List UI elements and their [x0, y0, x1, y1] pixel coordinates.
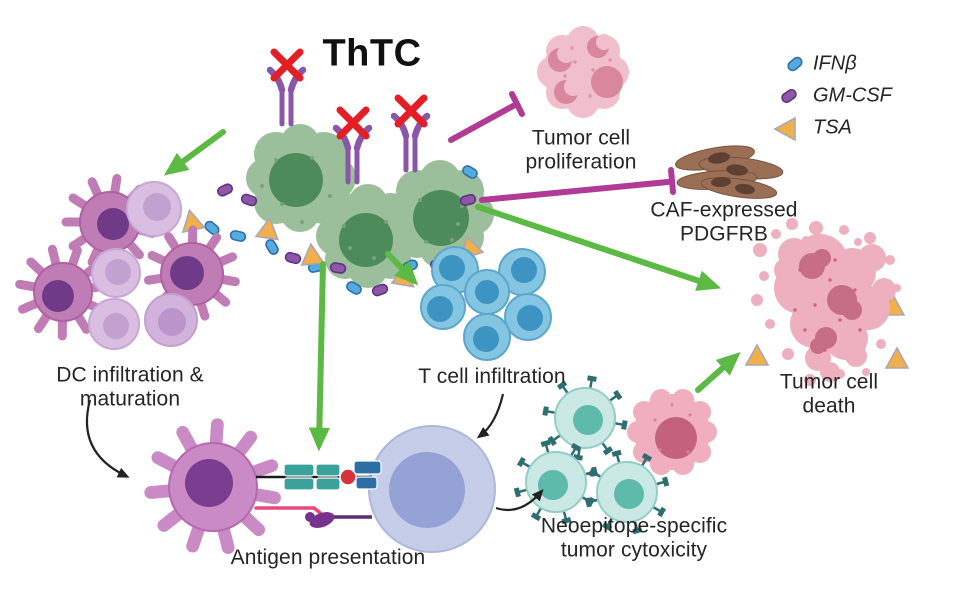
inhibition-arrow-caf	[479, 179, 671, 203]
label-antigen-presentation: Antigen presentation	[230, 546, 426, 570]
t-cell-cluster	[420, 246, 552, 361]
inhibition-bar-proliferation	[509, 91, 525, 117]
legend-label-ifnb: IFNβ	[813, 52, 857, 75]
arrow-thtc-to-dc	[163, 129, 226, 176]
gmcsf-capsule-icon	[779, 87, 799, 105]
arrow-thtc-to-tcells	[385, 251, 419, 286]
ifnb-capsule-icon	[785, 54, 805, 74]
arrow-tcell-to-ctl	[495, 489, 544, 512]
tumor-proliferation-cluster	[537, 26, 629, 118]
label-tumor-cell-death: Tumor cell death	[779, 370, 879, 417]
antigen-t-cell	[368, 425, 496, 553]
figure-title: ThTC	[322, 32, 422, 75]
target-tumor-cell	[627, 389, 717, 475]
thtc-nuclei	[269, 153, 469, 267]
arrow-cytotoxicity-to-tumor-death	[695, 351, 741, 393]
caf-cells	[675, 145, 784, 199]
blocked-receptor-icon	[394, 98, 427, 170]
label-caf-pdgfrb: CAF-expressed PDGFRB	[650, 198, 798, 245]
inhibition-bar-caf	[668, 167, 676, 195]
thtc-speckles	[260, 156, 464, 260]
label-dc-infiltration: DC infiltration & maturation	[56, 363, 204, 410]
legend-icons	[774, 54, 805, 141]
label-neoepitope-cytotoxicity: Neoepitope-specific tumor cytoxicity	[540, 514, 728, 561]
label-t-cell-infiltration: T cell infiltration	[418, 365, 566, 389]
arrow-dc-label-to-antigen-dc	[85, 399, 130, 478]
label-tumor-proliferation: Tumor cell proliferation	[525, 126, 637, 173]
immune-synapse	[254, 460, 382, 528]
blocked-receptor-icon	[270, 52, 303, 124]
arrow-thtc-to-antigen-presentation	[308, 261, 330, 452]
legend-label-gmcsf: GM-CSF	[813, 84, 892, 107]
dc-cluster	[15, 169, 254, 350]
tsa-triangle-icon	[774, 117, 796, 141]
tumor-death-cluster	[751, 218, 901, 386]
antigen-dc-cell	[143, 415, 285, 558]
arrow-tcell-label-to-tcell	[476, 393, 505, 439]
legend-label-tsa: TSA	[813, 116, 852, 139]
inhibition-arrow-proliferation	[448, 103, 516, 143]
arrow-thtc-to-tumor-death	[475, 204, 722, 291]
